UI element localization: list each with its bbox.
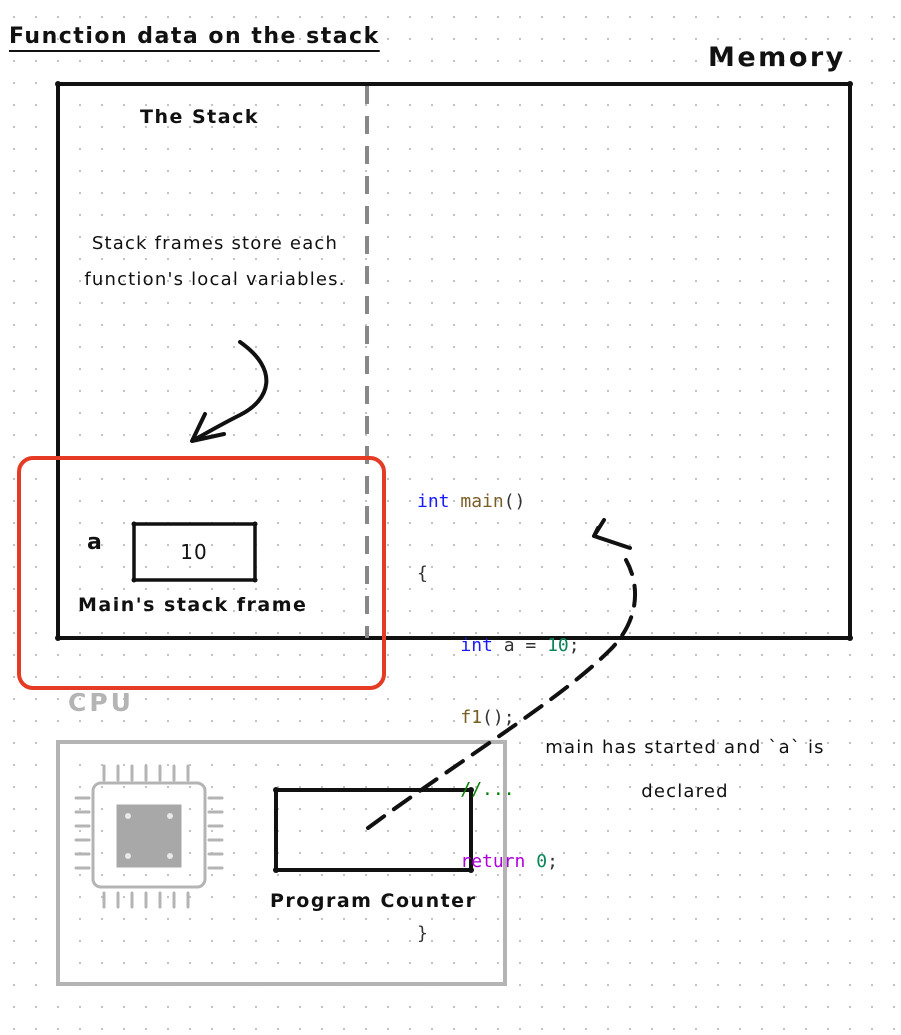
program-counter-arrowhead [592, 518, 632, 550]
variable-box-corners [131, 521, 258, 583]
code-line: //... [417, 778, 580, 802]
page-title: Function data on the stack [9, 24, 380, 49]
program-counter-note: main has started and `a` is declared [545, 737, 825, 802]
code-text: } [417, 923, 428, 944]
code-text: (); [482, 707, 515, 728]
stack-label: The Stack [140, 106, 259, 128]
code-keyword: return [460, 851, 526, 872]
variable-box [132, 522, 257, 582]
code-keyword: int [460, 635, 493, 656]
stack-note-arrowhead [190, 412, 226, 443]
code-line: } [417, 922, 580, 946]
stack-note: Stack frames store each function's local… [84, 233, 346, 290]
code-text [525, 851, 536, 872]
chip-icon [74, 764, 224, 909]
code-function-call: f1 [460, 707, 483, 728]
code-number: 10 [547, 635, 569, 656]
code-text: ; [547, 851, 558, 872]
code-block: int main() { int a = 10; f1(); //... ret… [417, 442, 580, 970]
code-comment: //... [460, 779, 515, 800]
code-text: ; [568, 635, 580, 656]
code-number: 0 [536, 851, 548, 872]
code-line: int main() [417, 490, 580, 514]
code-text: a = [492, 635, 548, 656]
memory-box [56, 82, 852, 640]
variable-name: a [87, 530, 102, 555]
stack-note-arrow [192, 340, 269, 442]
program-counter-pointer [366, 558, 637, 830]
program-counter-label: Program Counter [270, 890, 477, 912]
main-frame-highlight [17, 456, 386, 690]
variable-value: 10 [180, 540, 208, 564]
code-line: f1(); [417, 706, 580, 730]
memory-label: Memory [708, 42, 846, 73]
code-function-name: main [460, 491, 504, 512]
stack-frame-label: Main's stack frame [78, 594, 308, 616]
code-line: int a = 10; [417, 634, 580, 658]
program-counter-box [274, 788, 473, 872]
code-text: () [503, 491, 526, 512]
chip-pin-dots [125, 813, 173, 859]
code-line: { [417, 562, 580, 586]
memory-box-corners [55, 81, 853, 641]
code-text: { [417, 563, 428, 584]
code-keyword: int [417, 491, 450, 512]
cpu-box [56, 740, 507, 986]
cpu-label: CPU [68, 688, 134, 717]
program-counter-corners [273, 787, 474, 873]
code-line: return 0; [417, 850, 580, 874]
